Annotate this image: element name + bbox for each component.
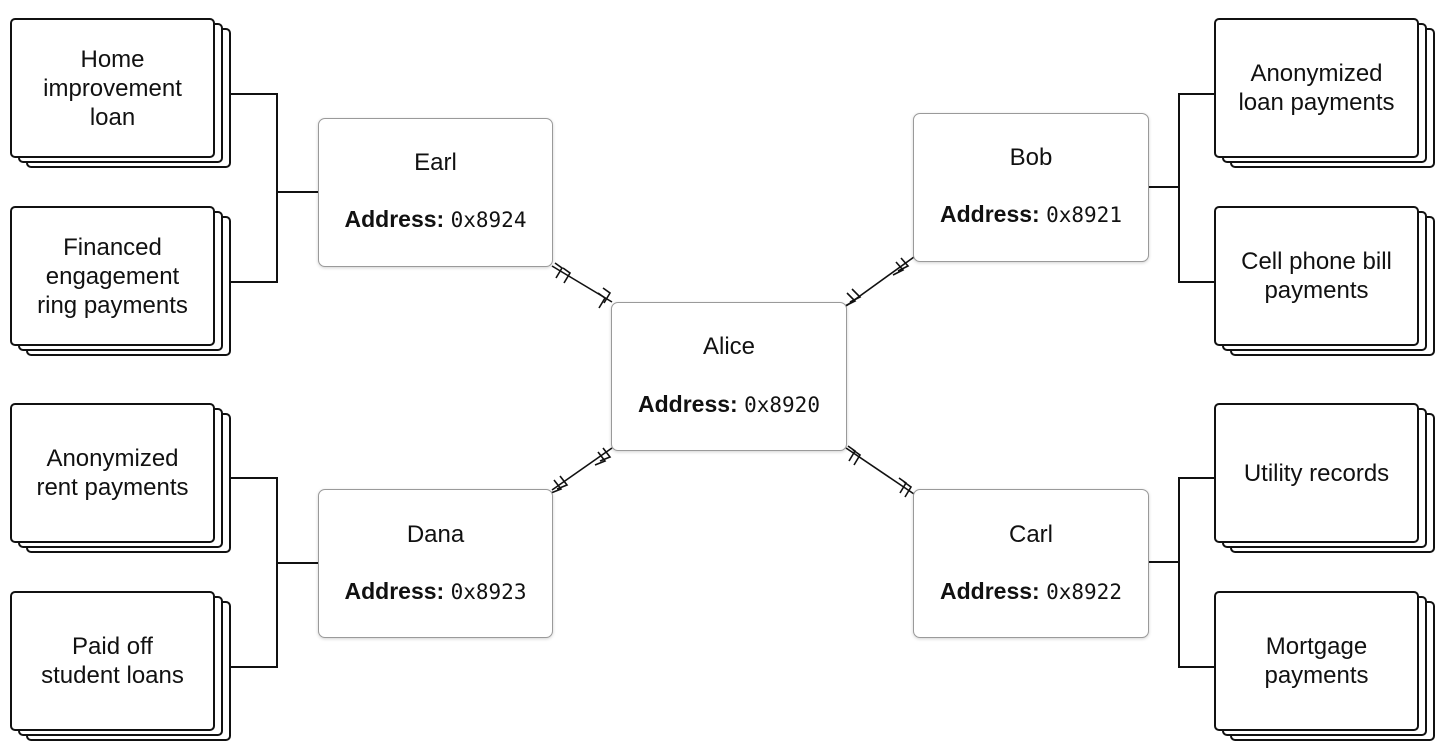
address-label: Address: (638, 391, 738, 417)
person-node-carl: Carl Address: 0x8922 (913, 489, 1149, 638)
record-stack-carl-2: Mortgage payments (1214, 591, 1436, 741)
dana-records-bracket (218, 477, 320, 668)
record-stack-dana-1: Anonymized rent payments (10, 403, 232, 553)
record-label: Home improvement loan (43, 45, 182, 131)
dana-link-marker-a (550, 475, 569, 494)
person-address: Address: 0x8922 (914, 578, 1148, 605)
record-card: Anonymized loan payments (1214, 18, 1419, 158)
carl-link-marker-a (847, 445, 862, 466)
record-label: Cell phone bill payments (1241, 248, 1392, 304)
person-name: Dana (406, 521, 465, 548)
record-card: Home improvement loan (10, 18, 215, 158)
record-card: Paid off student loans (10, 591, 215, 731)
address-label: Address: (940, 201, 1040, 227)
record-label: Utility records (1243, 459, 1390, 487)
address-value: 0x8924 (450, 208, 527, 232)
record-stack-bob-2: Cell phone bill payments (1214, 206, 1436, 356)
bob-records-bracket (1148, 93, 1215, 283)
record-stack-carl-1: Utility records (1214, 403, 1436, 553)
record-label: Paid off student loans (41, 633, 184, 689)
carl-link-marker-b (898, 477, 913, 498)
record-card: Cell phone bill payments (1214, 206, 1419, 346)
record-label: Mortgage payments (1264, 633, 1369, 689)
address-value: 0x8922 (1046, 580, 1122, 604)
earl-records-bracket (218, 93, 320, 283)
record-label: Financed engagement ring payments (37, 233, 188, 319)
address-label: Address: (940, 578, 1040, 604)
person-node-alice: Alice Address: 0x8920 (611, 302, 847, 451)
person-name: Alice (702, 333, 756, 360)
address-value: 0x8923 (450, 580, 527, 604)
person-name: Earl (414, 149, 457, 176)
record-stack-bob-1: Anonymized loan payments (1214, 18, 1436, 168)
carl-records-bracket (1148, 477, 1215, 668)
person-node-dana: Dana Address: 0x8923 (318, 489, 553, 638)
bob-link-marker-b (844, 288, 862, 307)
person-address: Address: 0x8921 (914, 201, 1148, 228)
address-value: 0x8920 (744, 393, 820, 417)
person-name: Carl (1008, 521, 1053, 548)
earl-link-marker-b (597, 287, 612, 309)
person-address: Address: 0x8923 (319, 578, 552, 605)
record-stack-dana-2: Paid off student loans (10, 591, 232, 741)
dana-alice-link (551, 447, 613, 491)
record-card: Utility records (1214, 403, 1419, 543)
address-label: Address: (344, 206, 445, 232)
earl-link-marker-a (554, 262, 572, 284)
person-address: Address: 0x8920 (612, 391, 846, 418)
person-address: Address: 0x8924 (319, 206, 552, 233)
record-stack-earl-1: Home improvement loan (10, 18, 232, 168)
address-label: Address: (344, 578, 445, 604)
person-name: Bob (1009, 144, 1053, 171)
address-value: 0x8921 (1046, 203, 1122, 227)
record-label: Anonymized rent payments (36, 445, 189, 501)
person-node-bob: Bob Address: 0x8921 (913, 113, 1149, 262)
record-card: Anonymized rent payments (10, 403, 215, 543)
person-node-earl: Earl Address: 0x8924 (318, 118, 553, 267)
record-stack-earl-2: Financed engagement ring payments (10, 206, 232, 356)
carl-alice-link (845, 447, 915, 495)
bob-link-marker-a (892, 257, 910, 276)
record-label: Anonymized loan payments (1238, 60, 1395, 116)
record-card: Financed engagement ring payments (10, 206, 215, 346)
dana-link-marker-b (594, 447, 612, 466)
record-card: Mortgage payments (1214, 591, 1419, 731)
